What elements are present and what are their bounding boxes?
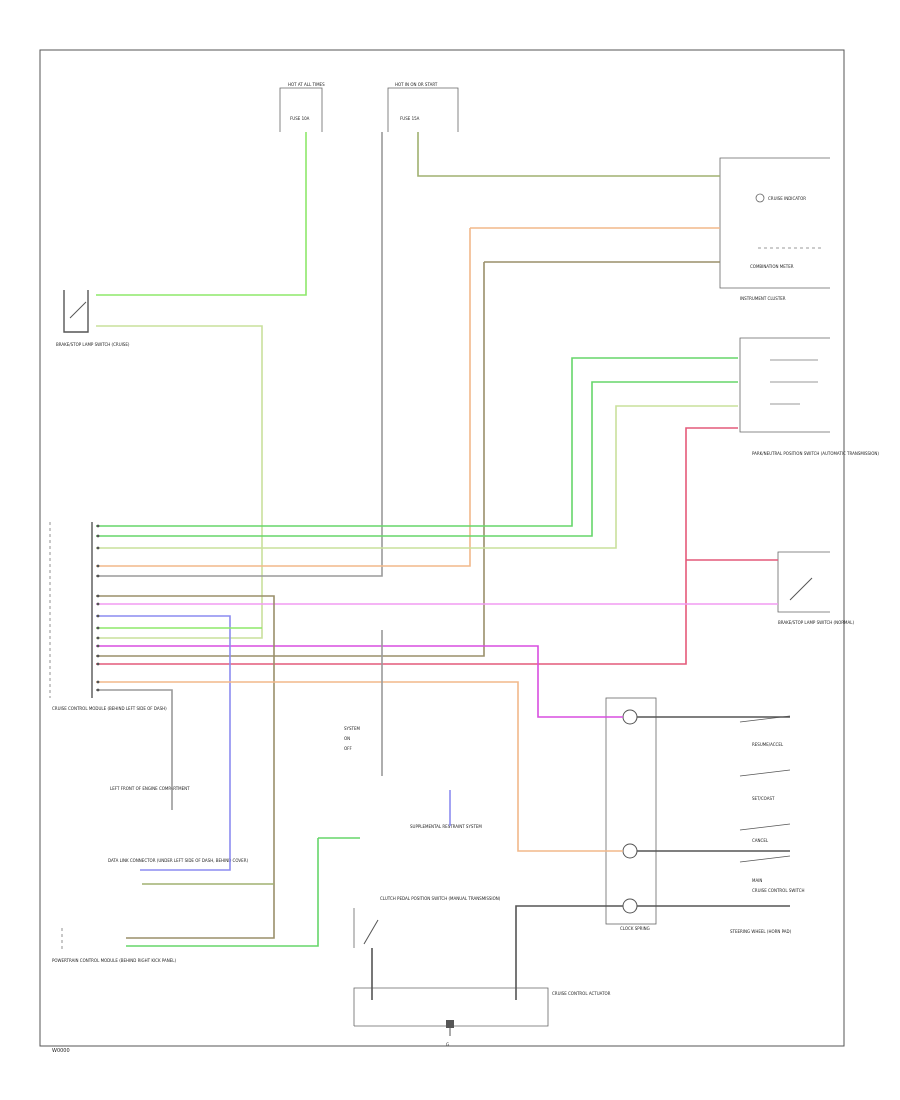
module-pin-7 — [96, 614, 100, 618]
brake-switch-left-box — [63, 290, 89, 333]
module-pin-3 — [96, 564, 100, 568]
module-pin-13 — [96, 680, 100, 684]
instrument-cluster-box — [719, 157, 830, 289]
ground-label: G — [446, 1042, 449, 1047]
cluster-inner2: COMBINATION METER — [750, 264, 794, 269]
clutch-switch-label: CLUTCH PEDAL POSITION SWITCH (MANUAL TRA… — [380, 896, 501, 901]
wire-orange-21 — [96, 681, 623, 852]
wire-red-11 — [96, 427, 738, 665]
wire-green-9 — [96, 381, 738, 537]
ground-point-label: LEFT FRONT OF ENGINE COMPARTMENT — [110, 786, 190, 791]
fuse-left-title: HOT AT ALL TIMES — [288, 82, 325, 87]
wire-orange-5 — [96, 228, 471, 567]
neutral-switch-box — [739, 337, 830, 433]
clock-spring-contact-3 — [622, 898, 638, 914]
brake-switch-right-contact — [789, 577, 813, 601]
data-link-label: DATA LINK CONNECTOR (UNDER LEFT SIDE OF … — [108, 858, 248, 863]
neutral-switch-label: PARK/NEUTRAL POSITION SWITCH (AUTOMATIC … — [752, 451, 879, 456]
set-switch-contact — [739, 769, 791, 777]
wire-brown-7 — [96, 262, 485, 657]
wire-green-8 — [96, 357, 738, 527]
steering-wheel-label: STEERING WHEEL (HORN PAD) — [730, 929, 792, 934]
box-label-system: SYSTEM — [344, 726, 360, 731]
clock-spring-label: CLOCK SPRING — [620, 926, 650, 931]
cruise-switch-label: CRUISE CONTROL SWITCH — [752, 888, 805, 893]
fuse-left-sub: FUSE 10A — [290, 116, 310, 121]
cruise-module-label: CRUISE CONTROL MODULE (BEHIND LEFT SIDE … — [52, 706, 167, 711]
wire-gray-2 — [96, 132, 383, 577]
wire-magenta-14 — [96, 645, 623, 718]
fuse-right-title: HOT IN ON OR START — [395, 82, 438, 87]
module-pin-9 — [96, 636, 100, 640]
cancel-switch-contact — [739, 823, 791, 831]
wire-yellow-green-1 — [96, 325, 263, 639]
module-pin-0 — [96, 524, 100, 528]
module-pin-8 — [96, 626, 100, 630]
module-pin-11 — [96, 654, 100, 658]
wire-green-19 — [126, 838, 319, 947]
module-pin-10 — [96, 644, 100, 648]
brake-switch-left-label: BRAKE/STOP LAMP SWITCH (CRUISE) — [56, 342, 130, 347]
brake-switch-left-contact — [69, 301, 87, 319]
box-label-on: ON — [344, 736, 350, 741]
module-pin-2 — [96, 546, 100, 550]
cluster-label: INSTRUMENT CLUSTER — [740, 296, 786, 301]
clutch-switch-contact — [363, 919, 379, 945]
airbag-label: SUPPLEMENTAL RESTRAINT SYSTEM — [410, 824, 482, 829]
wire-group — [96, 132, 790, 1000]
brake-switch-right-label: BRAKE/STOP LAMP SWITCH (NORMAL) — [778, 620, 854, 625]
module-pin-14 — [96, 688, 100, 692]
switch-label-set: SET/COAST — [752, 796, 775, 801]
wire-gray-22 — [96, 689, 173, 810]
fuse-box-right — [387, 87, 459, 132]
module-pin-6 — [96, 602, 100, 606]
actuator-label: CRUISE CONTROL ACTUATOR — [552, 991, 611, 996]
diagram-frame — [39, 49, 845, 1047]
wire-brown-16 — [96, 595, 275, 939]
cluster-inner1: CRUISE INDICATOR — [768, 196, 806, 201]
module-pin-12 — [96, 662, 100, 666]
switch-label-cancel: CANCEL — [752, 838, 769, 843]
wire-olive-3 — [417, 132, 720, 177]
diagram-id: W0000 — [52, 1048, 70, 1054]
clock-spring-box — [605, 697, 657, 925]
module-pin-4 — [96, 574, 100, 578]
powertrain-label: POWERTRAIN CONTROL MODULE (BEHIND RIGHT … — [52, 958, 176, 963]
ground-icon — [446, 1020, 454, 1028]
cruise-indicator-icon — [755, 193, 765, 203]
switch-label-main: MAIN — [752, 878, 762, 883]
fuse-right-sub: FUSE 15A — [400, 116, 420, 121]
brake-switch-right-box — [777, 551, 830, 613]
clock-spring-contact-1 — [622, 709, 638, 725]
wire-light-green-0 — [96, 132, 307, 296]
wire-dark-28 — [515, 905, 623, 1000]
module-pin-5 — [96, 594, 100, 598]
main-switch-contact — [739, 855, 791, 863]
wire-yellow-green-10 — [96, 405, 738, 549]
ground-box — [353, 987, 549, 1027]
clock-spring-contact-2 — [622, 843, 638, 859]
switch-label-resume: RESUME/ACCEL — [752, 742, 784, 747]
fuse-box-left — [279, 87, 323, 132]
box-label-off: OFF — [344, 746, 352, 751]
module-pin-1 — [96, 534, 100, 538]
wire-blue-15 — [96, 615, 231, 871]
